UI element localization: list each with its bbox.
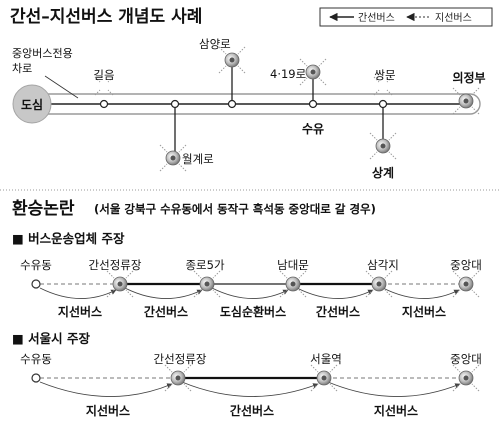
- union-segment: 간선버스: [316, 304, 360, 319]
- junction-samyang: [227, 99, 237, 109]
- city-node-icon: [452, 364, 480, 392]
- union-station: 삼각지: [367, 258, 399, 272]
- city-node: [31, 373, 41, 383]
- city-arc-2: [181, 381, 319, 397]
- legend-box: [319, 7, 493, 27]
- union-arc-2: [124, 287, 203, 299]
- stop-suyu: 수유: [302, 122, 324, 136]
- union-segment: 지선버스: [58, 304, 102, 319]
- junction-wolgye: [170, 99, 180, 109]
- city-heading: ■ 서울시 주장: [12, 331, 91, 346]
- city-arc-3: [327, 381, 461, 397]
- stop-wolgye: 월계로: [182, 152, 214, 166]
- union-segment: 간선버스: [144, 304, 188, 319]
- union-arc-3: [211, 287, 289, 299]
- union-station: 간선정류장: [89, 258, 142, 272]
- union-node: [31, 279, 41, 289]
- junction-419: [308, 99, 318, 109]
- stop-sanggye: 상계: [372, 165, 394, 180]
- union-arc-4: [296, 287, 374, 299]
- concept-diagram: 중앙버스전용 차로 도심 길음 월계로 삼양로 4·19로 수유 쌍문: [12, 37, 486, 180]
- city-segment: 간선버스: [230, 403, 274, 418]
- union-station: 중앙대: [450, 258, 482, 272]
- lane-label-pointer: [44, 75, 79, 99]
- lane-label-1: 중앙버스전용: [12, 47, 73, 60]
- stop-gileum: 길음: [93, 68, 114, 82]
- union-route: 수유동 간선정류장 종로5가 남대문 삼각지 중앙대 지선버스 간선버스 도심순…: [20, 258, 482, 319]
- union-arc-1: [39, 287, 117, 299]
- union-arc-5: [382, 287, 460, 299]
- city-station: 중앙대: [450, 352, 482, 366]
- stop-uijeongbu: 의정부: [452, 70, 485, 85]
- union-segment: 지선버스: [402, 304, 446, 319]
- city-segment: 지선버스: [374, 403, 418, 418]
- union-node-icon: [452, 270, 480, 298]
- union-heading: ■ 버스운송업체 주장: [12, 231, 125, 246]
- stop-419: 4·19로: [270, 67, 306, 81]
- union-station: 종로5가: [185, 258, 224, 272]
- city-segment: 지선버스: [86, 403, 130, 418]
- city-station: 간선정류장: [154, 352, 207, 366]
- dispute-subtitle: (서울 강북구 수유동에서 동작구 흑석동 중앙대로 갈 경우): [94, 202, 376, 216]
- legend-feeder-label: 지선버스: [435, 12, 472, 24]
- stop-samyang: 삼양로: [199, 37, 231, 51]
- lane-label-2: 차로: [12, 62, 32, 75]
- union-station: 수유동: [20, 258, 52, 272]
- main-title: 간선–지선버스 개념도 사례: [10, 6, 202, 27]
- union-segment: 도심순환버스: [220, 304, 286, 319]
- junction-gileum: [99, 99, 109, 109]
- junction-ssangmun: [378, 99, 388, 109]
- city-station: 수유동: [20, 352, 52, 366]
- union-station: 남대문: [277, 258, 309, 272]
- hub-label: 도심: [21, 97, 43, 112]
- city-route: 수유동 간선정류장 서울역 중앙대 지선버스 간선버스 지선버스: [20, 352, 482, 418]
- hub-circle: [12, 84, 52, 124]
- city-station: 서울역: [310, 352, 342, 366]
- legend-trunk-label: 간선버스: [358, 12, 395, 24]
- dispute-title: 환승논란: [12, 199, 75, 219]
- stop-ssangmun: 쌍문: [374, 68, 395, 82]
- city-arc-1: [39, 381, 173, 397]
